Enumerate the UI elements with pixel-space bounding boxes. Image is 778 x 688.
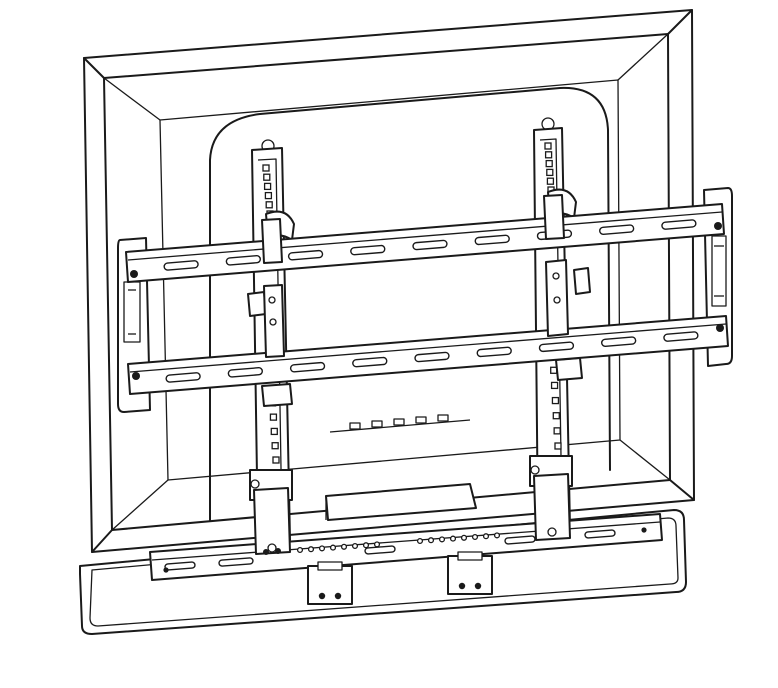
mounting-slot — [225, 255, 261, 266]
soundbar-bracket — [149, 513, 663, 605]
arm-adjust-hole — [269, 413, 278, 421]
mounting-slot — [414, 351, 450, 363]
mounting-slot — [352, 356, 388, 368]
soundbar-clamp-right — [447, 555, 493, 595]
soundbar-center-unit — [325, 483, 477, 521]
tv-rear-bulge — [209, 86, 611, 521]
bracket-hole — [449, 535, 457, 542]
arm-adjust-hole — [550, 381, 559, 390]
bracket-hole — [641, 527, 647, 533]
bracket-hole — [163, 567, 169, 573]
bracket-hole — [482, 533, 490, 540]
bracket-slot — [164, 561, 196, 571]
arm-adjust-hole — [551, 396, 560, 405]
tv-body — [83, 9, 695, 553]
mounting-slot — [289, 361, 326, 373]
soundbar-clamp-left — [307, 565, 353, 605]
bracket-hole — [471, 533, 479, 541]
arm-adjust-hole — [544, 151, 553, 159]
arm-adjust-hole — [262, 164, 270, 172]
bracket-hole — [427, 537, 435, 544]
bracket-hole — [460, 534, 468, 541]
arm-adjust-hole — [263, 182, 272, 191]
arm-adjust-hole — [545, 159, 553, 168]
bracket-hole — [438, 536, 446, 543]
bracket-slot — [364, 545, 396, 555]
bracket-hole — [351, 542, 359, 550]
soundbar-bracket-rail — [149, 513, 663, 581]
arm-adjust-hole — [546, 168, 554, 177]
mounting-slot — [350, 244, 386, 256]
arm-adjust-hole — [546, 177, 555, 185]
bracket-slot — [504, 535, 536, 545]
mounting-slot — [163, 260, 199, 271]
mounting-slot — [412, 239, 448, 251]
bracket-hole — [340, 543, 348, 550]
arm-lower-extensions — [253, 473, 571, 555]
bracket-hole — [318, 545, 326, 552]
arm-adjust-hole — [552, 412, 560, 420]
bracket-hole — [493, 532, 501, 539]
mounting-slot — [538, 341, 575, 353]
arm-adjust-hole — [553, 427, 561, 435]
arm-adjust-hole — [554, 442, 562, 450]
bracket-hole — [329, 544, 337, 551]
arm-adjust-hole — [271, 442, 279, 450]
arm-fronts — [261, 194, 569, 358]
bracket-slot — [218, 557, 254, 567]
bracket-hole — [373, 541, 381, 548]
mounting-slot — [474, 234, 510, 246]
mounting-slot — [663, 331, 699, 342]
bracket-hole — [362, 542, 370, 549]
arm-adjust-hole — [265, 201, 273, 209]
bracket-hole — [296, 546, 304, 554]
mounting-slot — [661, 219, 697, 230]
bracket-hole — [416, 537, 424, 545]
arm-adjust-hole — [270, 427, 278, 436]
tv-ports — [329, 414, 471, 433]
arm-adjust-hole — [263, 173, 271, 181]
mounting-slot — [227, 367, 263, 378]
mounting-slot — [476, 346, 512, 358]
arm-adjust-hole — [272, 456, 280, 464]
tv-outer-frame — [83, 9, 695, 553]
mounting-slot — [601, 336, 637, 347]
bracket-hole — [307, 546, 315, 553]
mounting-slot — [599, 224, 635, 235]
mounting-slot — [287, 249, 324, 261]
bracket-slot — [584, 529, 616, 539]
arm-adjust-hole — [544, 142, 552, 150]
arm-adjust-hole — [264, 191, 273, 200]
mounting-slot — [165, 372, 201, 383]
